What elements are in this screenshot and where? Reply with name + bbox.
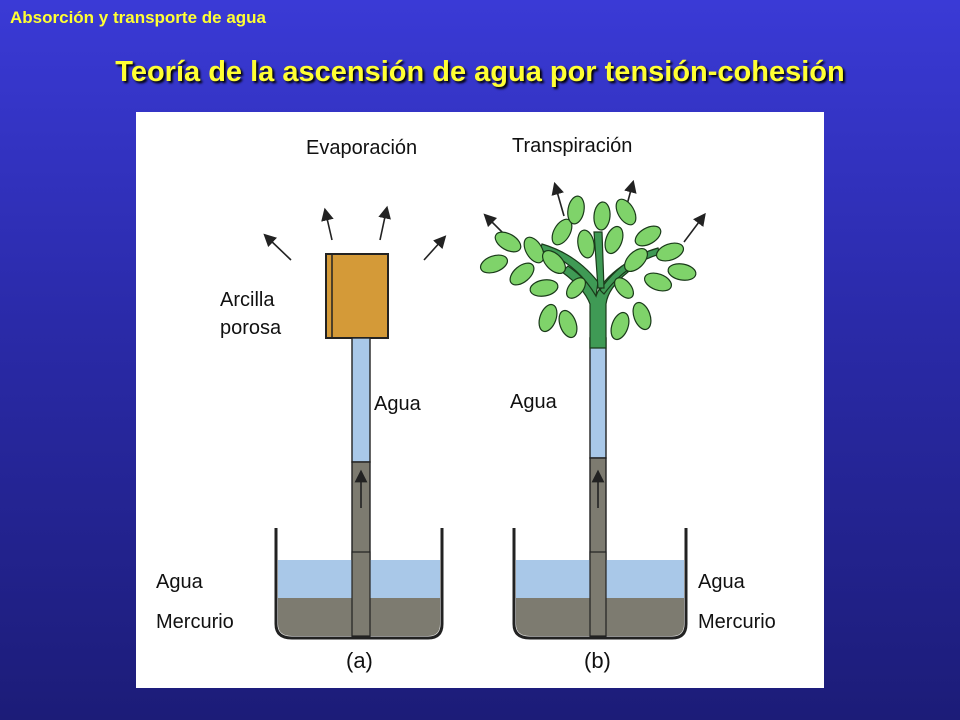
porous-clay-block: [325, 253, 389, 339]
evaporation-label: Evaporación: [306, 137, 417, 159]
caption-b: (b): [584, 648, 611, 673]
water-label-a: Agua: [156, 571, 204, 593]
panel-b: Transpiración Agua Agua Mercurio (b): [479, 135, 776, 673]
water-label-b: Agua: [698, 571, 746, 593]
beaker-b: [512, 528, 688, 640]
tube-water-label-a: Agua: [374, 393, 422, 415]
mercury-label-a: Mercurio: [156, 611, 234, 633]
tension-cohesion-figure: Evaporación Arcilla porosa Agua Agua Mer…: [136, 112, 824, 688]
evaporation-arrows-icon: [263, 205, 447, 261]
mercury-label-b: Mercurio: [698, 611, 776, 633]
panel-a: Evaporación Arcilla porosa Agua Agua Mer…: [156, 137, 447, 673]
caption-a: (a): [346, 648, 373, 673]
section-label: Absorción y transporte de agua: [10, 8, 266, 27]
transpiration-label: Transpiración: [512, 135, 632, 157]
diagram-svg: Evaporación Arcilla porosa Agua Agua Mer…: [156, 135, 776, 673]
beaker-a: [274, 528, 444, 640]
tube-water-label-b: Agua: [510, 391, 558, 413]
tree-icon: [479, 195, 697, 349]
clay-label-line1: Arcilla: [220, 289, 275, 311]
clay-label-line2: porosa: [220, 317, 282, 339]
slide-title: Teoría de la ascensión de agua por tensi…: [115, 56, 845, 88]
